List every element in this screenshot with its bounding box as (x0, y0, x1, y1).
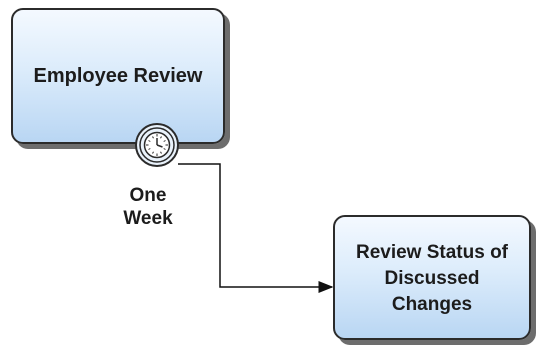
task-employee-review[interactable]: Employee Review (11, 8, 225, 144)
task-review-status[interactable]: Review Status of Discussed Changes (333, 215, 531, 340)
sequence-flow-connector[interactable] (178, 163, 334, 293)
clock-icon (143, 131, 171, 159)
timer-event-label: One Week (123, 185, 173, 229)
task-label: Employee Review (33, 65, 203, 87)
task-label: Review Status of Discussed Changes (355, 241, 509, 315)
timer-boundary-event[interactable] (135, 123, 179, 167)
